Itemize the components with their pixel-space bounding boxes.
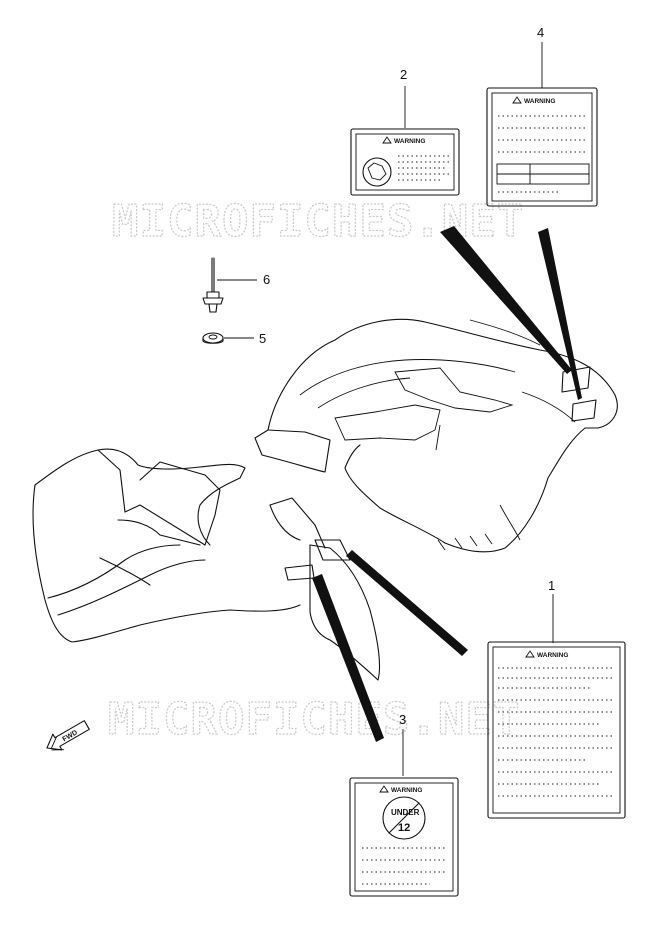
- callout-1: 1: [548, 578, 555, 593]
- forward-direction-arrow: FWD: [46, 720, 90, 751]
- label-1-heading: WARNING: [537, 652, 568, 659]
- leader-lines: [217, 42, 582, 776]
- callout-3: 3: [399, 712, 406, 727]
- warning-label-1: WARNING: [487, 641, 626, 819]
- leader-label2: [440, 226, 572, 374]
- warning-label-4: WARNING: [486, 87, 598, 207]
- warning-label-2: WARNING: [350, 128, 460, 196]
- rivet-part-6: [202, 257, 224, 313]
- callout-5: 5: [259, 331, 266, 346]
- leader-label3: [312, 574, 384, 742]
- label-2-heading: WARNING: [394, 138, 425, 145]
- callout-4: 4: [537, 25, 544, 40]
- watermark-bottom: MICROFICHES.NET: [108, 694, 520, 745]
- label-2-emblem: [362, 157, 392, 187]
- label-3-heading: WARNING: [391, 787, 422, 794]
- label-3-badge-top: UNDER: [391, 808, 420, 817]
- label-4-heading: WARNING: [524, 98, 555, 105]
- fwd-text: FWD: [62, 729, 79, 743]
- grommet-part-5: [202, 332, 224, 344]
- callout-2: 2: [400, 67, 407, 82]
- label-3-age-badge: [382, 796, 426, 840]
- leader-label1: [346, 550, 468, 656]
- front-fender-body: [32, 318, 618, 681]
- callout-6: 6: [263, 272, 270, 287]
- warning-label-3: WARNING UNDER 12: [349, 777, 459, 897]
- label-3-badge-number: 12: [398, 822, 410, 834]
- leader-label4: [538, 228, 582, 400]
